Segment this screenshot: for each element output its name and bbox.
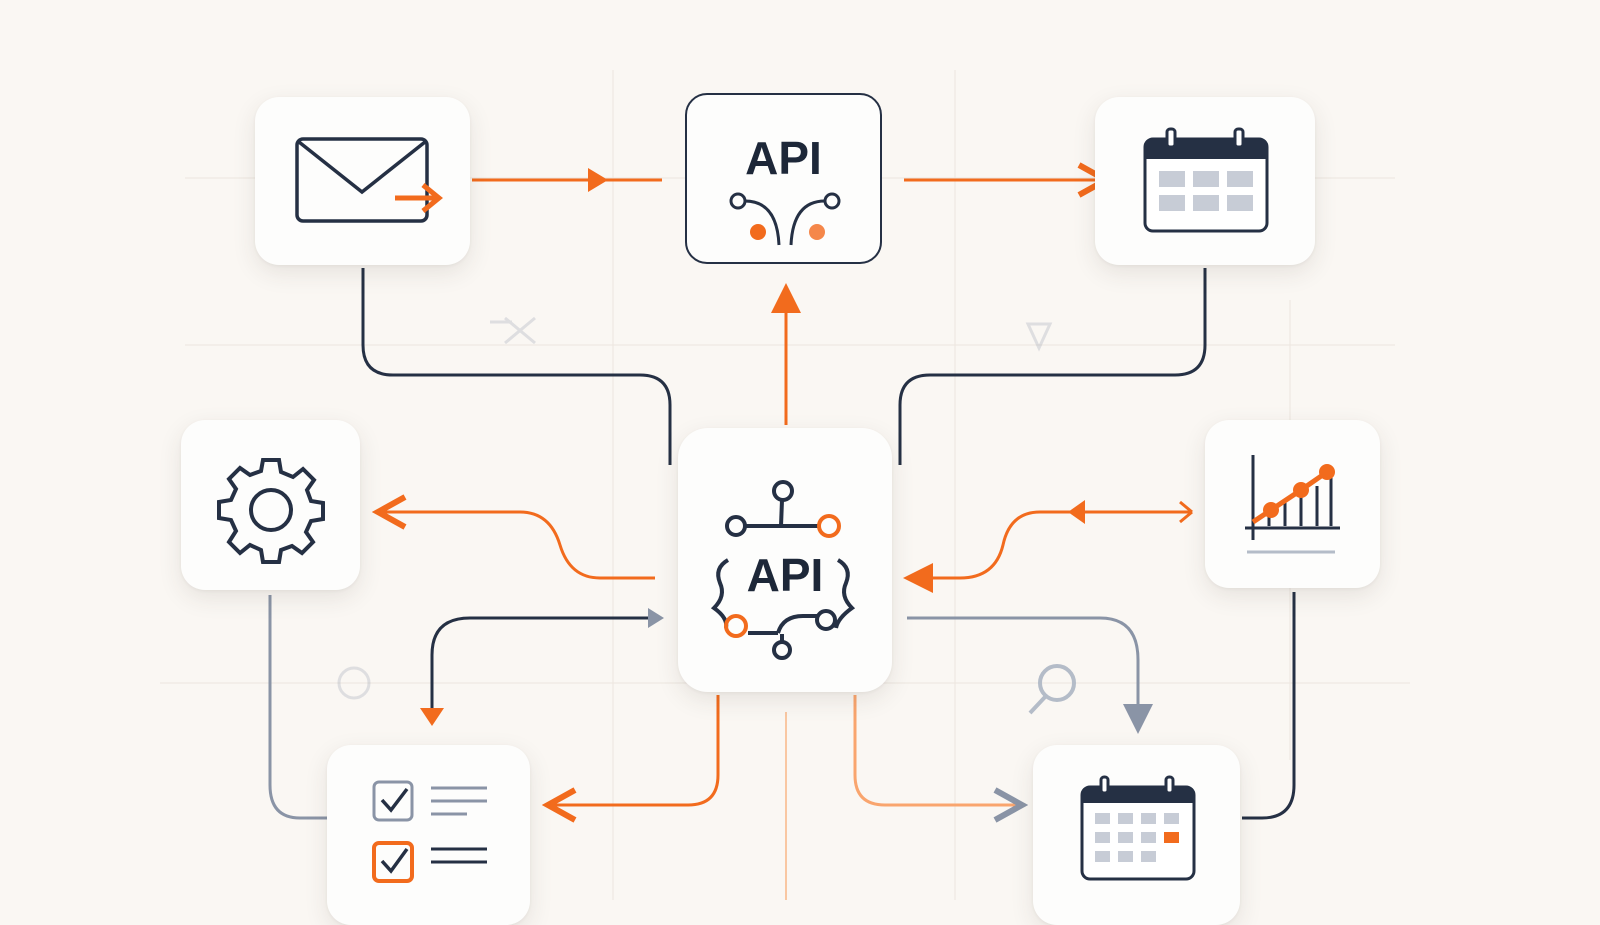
envelope-send-icon <box>295 137 443 223</box>
background-decor <box>337 316 1053 700</box>
connector-hub-calendar-orange <box>853 695 1022 805</box>
api-node-top[interactable]: API <box>685 93 882 264</box>
connector-analytics-calendar <box>1242 592 1296 820</box>
gear-icon <box>217 458 325 564</box>
line-chart-icon <box>1245 455 1340 554</box>
api-circuit-icon <box>710 480 856 660</box>
connector-hub-checklist-orange <box>548 695 720 805</box>
connector-analytics-hub <box>903 510 1192 593</box>
arrow-icon <box>588 168 608 192</box>
connector-hub-calendar-bottom <box>907 616 1153 734</box>
connector-settings-checklist <box>268 595 328 820</box>
api-hub-label: API <box>746 549 824 601</box>
connectors-layer <box>160 70 1410 900</box>
api-branch-icon <box>729 192 841 246</box>
checklist-node[interactable] <box>327 745 530 925</box>
api-hub-node[interactable]: API <box>678 428 892 692</box>
connector-hub-checklist <box>430 616 658 710</box>
settings-node[interactable] <box>181 420 360 590</box>
calendar-top-node[interactable] <box>1095 97 1315 265</box>
search-icon <box>1028 664 1076 715</box>
connector-hub-settings <box>378 512 655 580</box>
connector-calendar-hub <box>898 268 1207 465</box>
calendar-event-icon <box>1080 775 1196 881</box>
email-node[interactable] <box>255 97 470 265</box>
calendar-bottom-node[interactable] <box>1033 745 1240 925</box>
api-integration-diagram: API <box>160 70 1410 900</box>
api-label-top: API <box>745 132 822 184</box>
connector-email-hub <box>361 268 672 465</box>
checklist-icon <box>372 780 487 883</box>
analytics-node[interactable] <box>1205 420 1380 588</box>
calendar-icon <box>1143 127 1269 233</box>
